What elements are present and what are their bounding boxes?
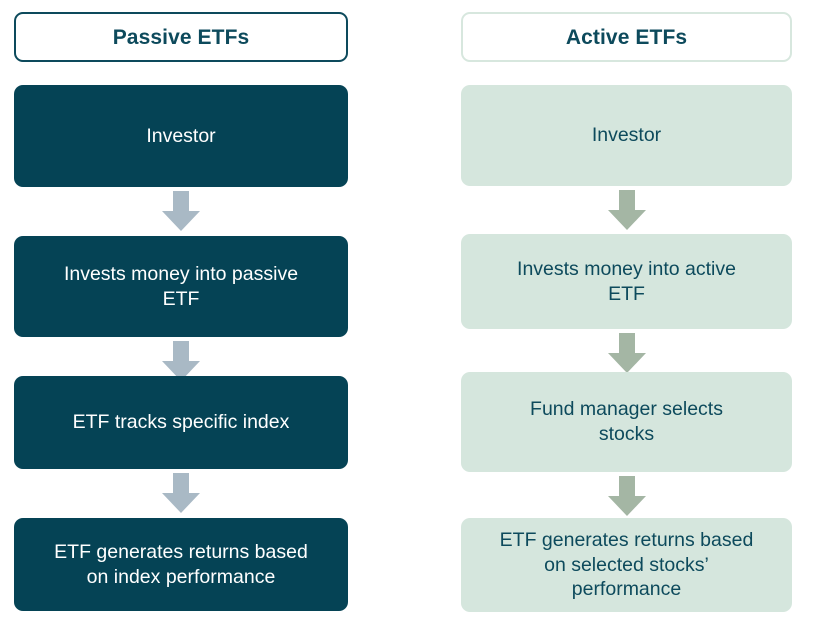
arrow-down-icon [159, 339, 203, 383]
arrow-down-icon [159, 189, 203, 233]
column-passive-etfs: Passive ETFs Investor Invests money into… [14, 0, 348, 628]
flow-box-passive-tracks-index: ETF tracks specific index [14, 376, 348, 469]
column-header-passive-label: Passive ETFs [112, 25, 250, 49]
flow-box-active-returns-label: ETF generates returns based on selected … [499, 528, 754, 601]
flow-box-active-investor-label: Investor [591, 124, 662, 147]
arrow-down-icon [605, 331, 649, 375]
flow-box-active-fund-manager-label: Fund manager selects stocks [530, 398, 723, 445]
arrow-down-icon [605, 474, 649, 518]
flow-box-active-returns: ETF generates returns based on selected … [461, 518, 792, 612]
column-active-etfs: Active ETFs Investor Invests money into … [461, 0, 792, 628]
flow-box-passive-investor: Investor [14, 85, 348, 187]
column-header-active-label: Active ETFs [565, 25, 688, 49]
flow-box-passive-invests-money-label: Invests money into passive ETF [63, 262, 299, 310]
flow-box-passive-invests-money: Invests money into passive ETF [14, 236, 348, 337]
flow-box-active-investor: Investor [461, 85, 792, 186]
flow-box-passive-investor-label: Investor [146, 124, 216, 147]
arrow-down-icon [159, 471, 203, 515]
flow-box-passive-returns-label: ETF generates returns based on index per… [54, 540, 308, 588]
flow-box-active-invests-money-label: Invests money into active ETF [517, 257, 736, 305]
flow-box-active-fund-manager: Fund manager selects stocks [461, 372, 792, 472]
flow-box-passive-returns: ETF generates returns based on index per… [14, 518, 348, 611]
flow-box-active-invests-money: Invests money into active ETF [461, 234, 792, 329]
arrow-down-icon [605, 188, 649, 232]
column-header-active: Active ETFs [461, 12, 792, 62]
column-header-passive: Passive ETFs [14, 12, 348, 62]
flow-box-passive-tracks-index-label: ETF tracks specific index [72, 411, 290, 434]
